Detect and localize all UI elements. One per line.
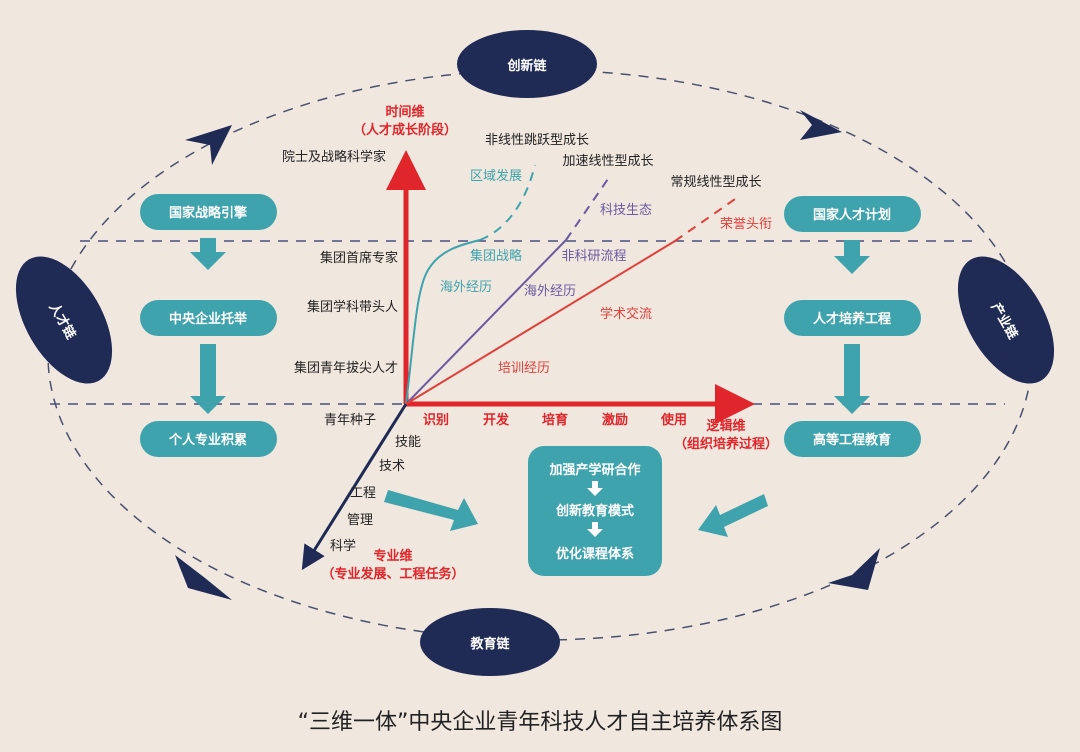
node-label: 国家人才计划 (813, 207, 891, 223)
left-pointing-arrow-icon (698, 494, 768, 537)
curve-label: 荣誉头衔 (720, 217, 772, 232)
curve-name: 非线性跳跃型成长 (485, 133, 589, 148)
right-column: 国家人才计划 人才培养工程 高等工程教育 (784, 196, 921, 457)
curve-regular (405, 240, 676, 405)
profession-level: 技术 (379, 459, 405, 474)
curve-name: 加速线性型成长 (562, 154, 653, 169)
down-arrow-icon (190, 238, 226, 270)
chain-industry: 产业链 (957, 256, 1055, 384)
curve-name: 常规线性型成长 (670, 175, 761, 190)
down-arrow-icon (587, 481, 603, 496)
chain-label: 创新链 (506, 58, 547, 74)
left-column: 国家战略引擎 中央企业托举 个人专业积累 (140, 194, 277, 457)
time-axis-subtitle: （人才成长阶段） (353, 122, 457, 138)
center-item: 优化课程体系 (556, 546, 634, 562)
curve-label: 非科研流程 (561, 249, 626, 264)
logic-step: 开发 (483, 412, 510, 428)
profession-axis-subtitle: （专业发展、工程任务） (321, 566, 464, 582)
profession-level: 青年种子 (324, 413, 376, 428)
time-axis-title: 时间维 (385, 104, 424, 120)
cycle-arrow-icon (800, 110, 842, 140)
profession-level: 工程 (350, 486, 376, 501)
logic-axis-subtitle: （组织培养过程） (674, 436, 778, 452)
center-item: 加强产学研合作 (548, 462, 640, 478)
chain-innovation: 创新链 (457, 30, 597, 98)
time-level: 集团青年拔尖人才 (294, 360, 398, 376)
profession-level: 技能 (395, 435, 421, 450)
down-arrow-icon (834, 344, 870, 414)
curve-label: 区域发展 (470, 168, 522, 184)
curve-label: 海外经历 (440, 280, 492, 295)
curve-label: 集团战略 (470, 248, 522, 264)
profession-level: 管理 (347, 513, 373, 528)
time-level: 院士及战略科学家 (282, 149, 386, 165)
curve-label: 海外经历 (524, 284, 576, 299)
logic-step: 激励 (602, 412, 628, 428)
curve-label: 培训经历 (498, 360, 550, 376)
chain-label: 教育链 (469, 636, 510, 652)
cycle-arrow-icon (828, 548, 880, 590)
curve-accelerated-dashed (565, 175, 611, 241)
node-label: 人才培养工程 (813, 311, 891, 327)
chain-talent: 人才链 (15, 256, 113, 384)
time-level: 集团首席专家 (320, 250, 398, 266)
curve-accelerated (405, 239, 567, 405)
curve-label: 学术交流 (600, 306, 652, 322)
down-arrow-icon (190, 344, 226, 414)
curve-label: 科技生态 (600, 203, 652, 218)
curve-regular-dashed (674, 196, 739, 242)
curve-nonlinear-dashed (479, 164, 536, 241)
node-label: 国家战略引擎 (169, 205, 247, 221)
profession-axis (301, 403, 408, 571)
time-level: 集团学科带头人 (307, 299, 398, 315)
curve-nonlinear (405, 239, 481, 405)
node-label: 个人专业积累 (168, 432, 247, 448)
cycle-arrow-icon (175, 555, 232, 600)
node-label: 中央企业托举 (169, 311, 248, 327)
profession-axis-title: 专业维 (373, 548, 412, 564)
logic-step: 识别 (423, 413, 449, 428)
cycle-arrow-icon (185, 125, 232, 165)
logic-step: 使用 (660, 412, 687, 428)
center-item: 创新教育模式 (555, 503, 634, 519)
chain-education: 教育链 (420, 608, 560, 676)
center-box: 加强产学研合作 创新教育模式 优化课程体系 (528, 446, 662, 576)
down-arrow-icon (587, 522, 603, 537)
logic-step: 培育 (542, 412, 568, 428)
logic-axis-title: 逻辑维 (706, 418, 745, 434)
profession-level: 科学 (330, 538, 356, 554)
node-label: 高等工程教育 (813, 432, 891, 448)
down-arrow-icon (834, 240, 870, 274)
right-pointing-arrow-icon (384, 490, 478, 531)
caption: “三维一体”中央企业青年科技人才自主培养体系图 (298, 710, 783, 735)
